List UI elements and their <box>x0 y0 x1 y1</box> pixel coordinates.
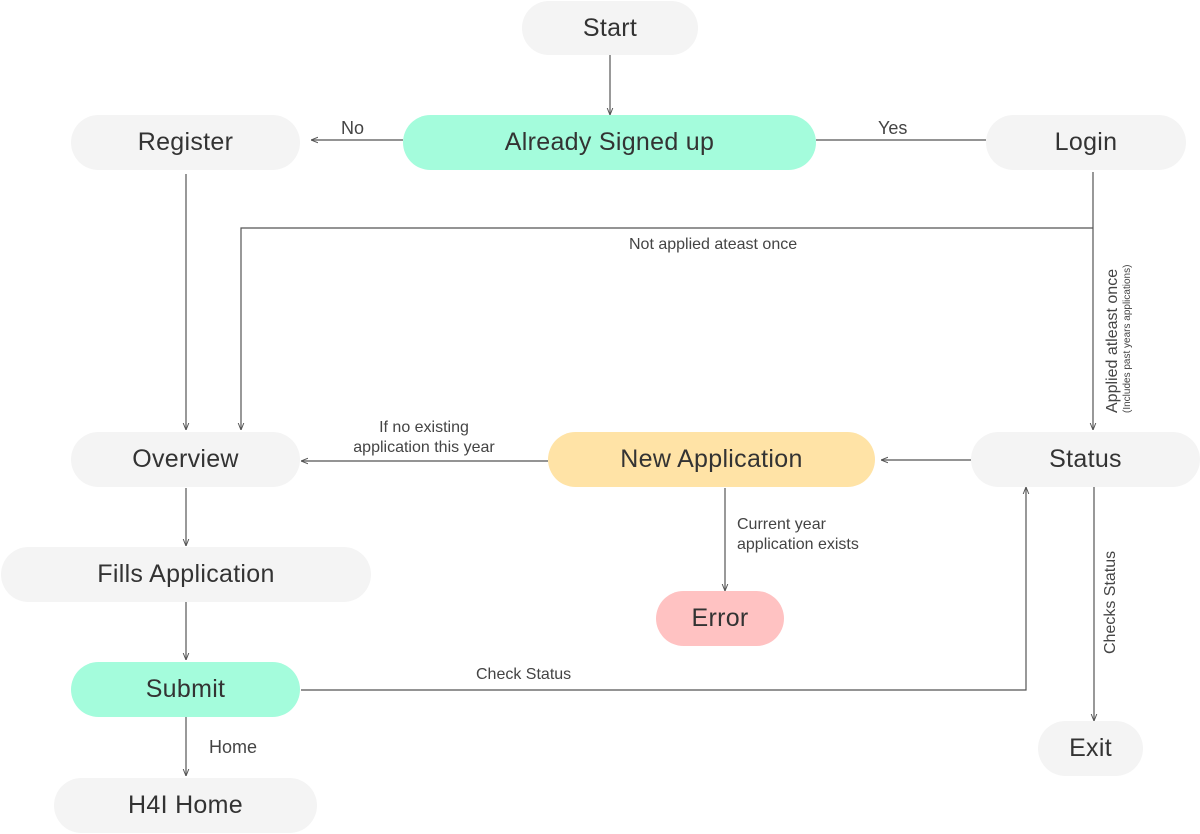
node-exit: Exit <box>1038 721 1143 776</box>
node-h4i-home: H4I Home <box>54 778 317 833</box>
node-start: Start <box>522 1 698 55</box>
node-register: Register <box>71 115 300 170</box>
label-not-applied: Not applied ateast once <box>629 236 798 253</box>
node-status: Status <box>971 432 1200 487</box>
label-current-exists: Current year application exists <box>737 515 859 555</box>
label-checks-status-text: Checks Status <box>1102 550 1119 654</box>
label-check-status: Check Status <box>476 666 572 683</box>
label-no-existing-line1: If no existing <box>379 419 469 436</box>
label-no: No <box>341 118 365 138</box>
label-applied-once: Applied atleast once (Includes past year… <box>1104 265 1134 413</box>
label-home: Home <box>209 737 258 757</box>
edge-submit-to-status <box>301 487 1026 691</box>
label-current-exists-line2: application exists <box>737 536 859 553</box>
label-no-existing-line2: application this year <box>353 439 495 456</box>
label-applied-main: Applied atleast once <box>1104 268 1121 413</box>
label-yes: Yes <box>878 118 908 138</box>
node-overview: Overview <box>71 432 300 487</box>
edge-login-to-overview <box>241 227 1093 430</box>
label-applied-sub: (Includes past years applications) <box>1122 264 1133 413</box>
node-login: Login <box>986 115 1186 170</box>
label-no-existing: If no existing application this year <box>336 418 512 458</box>
node-error: Error <box>656 591 784 646</box>
node-fills-application: Fills Application <box>1 547 371 602</box>
node-submit: Submit <box>71 662 300 717</box>
node-already-signed-up: Already Signed up <box>403 115 816 170</box>
label-checks-status: Checks Status <box>1102 551 1120 654</box>
node-new-application: New Application <box>548 432 875 487</box>
label-current-exists-line1: Current year <box>737 516 826 533</box>
